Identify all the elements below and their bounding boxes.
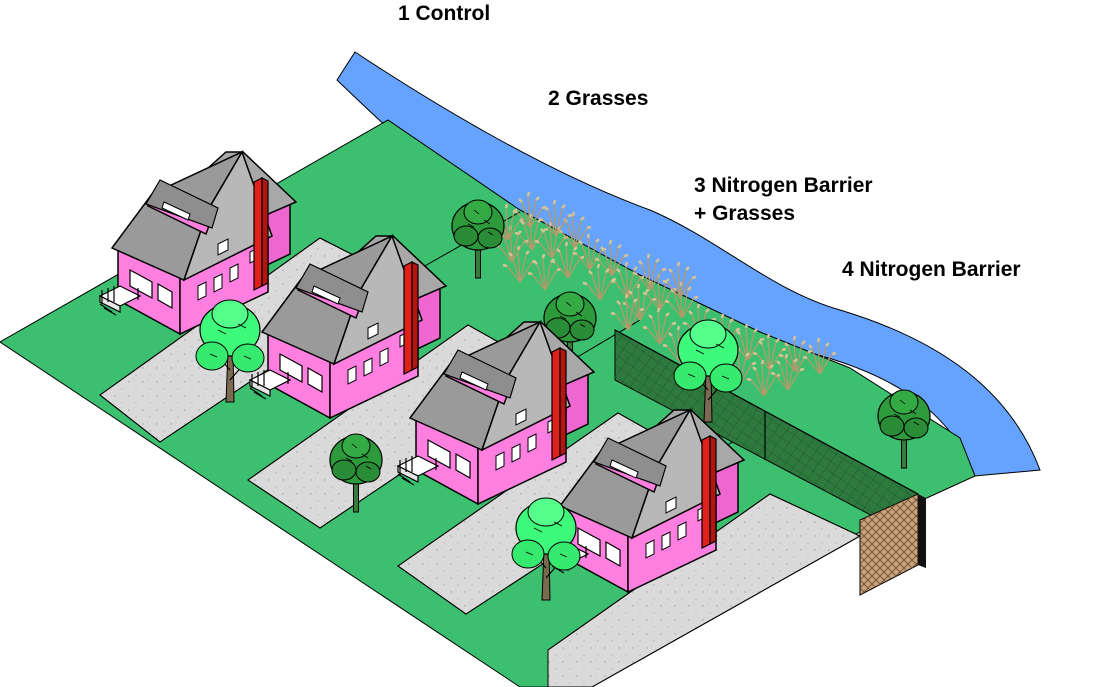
label-barrier-grasses-line1: 3 Nitrogen Barrier [694,174,873,197]
barrier-wall [859,493,926,596]
label-control: 1 Control [398,2,491,25]
label-barrier: 4 Nitrogen Barrier [842,258,1021,281]
label-barrier-grasses-line2: + Grasses [694,202,796,225]
label-grasses: 2 Grasses [548,87,649,110]
